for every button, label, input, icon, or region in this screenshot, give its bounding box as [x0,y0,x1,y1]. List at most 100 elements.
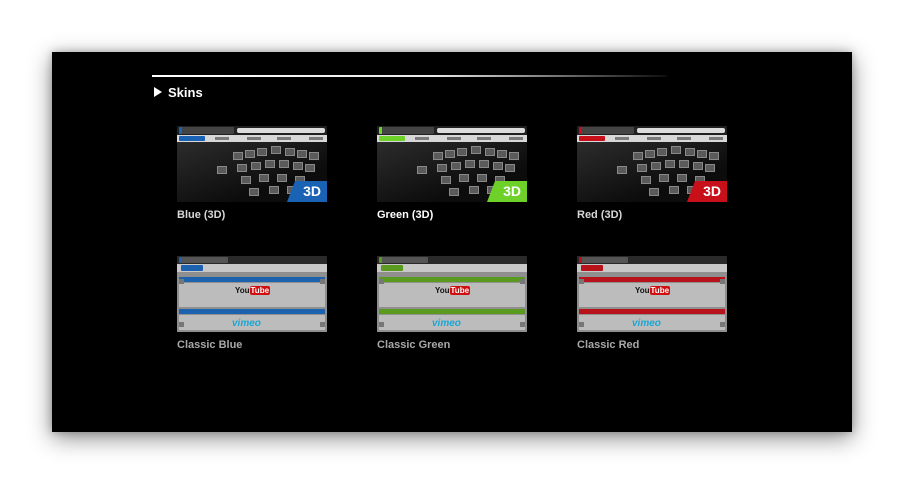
thumb-nav-item [615,137,629,140]
thumb-navbar [377,264,527,272]
thumb-video-frame [657,148,667,156]
thumb-video-frame [645,150,655,158]
thumb-video-frame [245,150,255,158]
thumb-3d-badge: 3D [287,181,327,202]
thumb-nav-item [677,137,691,140]
section-divider [152,75,667,77]
thumb-nav-item [247,137,261,140]
thumb-active-tab [581,265,603,271]
thumb-video-frame [285,148,295,156]
thumb-nav-item [709,137,723,140]
thumb-results-panel [379,315,525,330]
thumb-nav-item [277,137,291,140]
thumb-3d-badge: 3D [487,181,527,202]
thumb-control [320,322,325,327]
thumb-video-frame [233,152,243,160]
thumb-video-frame [241,176,251,184]
thumb-video-frame [217,166,227,174]
thumb-source-row [179,309,325,314]
thumb-video-frame [677,174,687,182]
skins-section-toggle[interactable]: Skins [154,84,203,100]
vimeo-logo: vimeo [432,318,461,329]
thumb-logo [379,257,428,263]
thumb-video-frame [249,188,259,196]
skin-thumbnail: 3D [377,126,527,202]
thumb-video-frame [293,162,303,170]
thumb-video-frame [485,148,495,156]
thumb-control [520,279,525,284]
thumb-nav-item [309,137,323,140]
skin-classic-blue[interactable]: YouTube vimeo Classic Blue [177,256,327,351]
youtube-logo: YouTube [235,286,271,295]
skin-thumbnail: 3D [577,126,727,202]
thumb-logo [179,257,228,263]
thumb-navbar [177,264,327,272]
thumb-nav-item [215,137,229,140]
thumb-source-row [379,309,525,314]
expand-triangle-icon [154,87,162,97]
skin-label: Classic Red [577,339,640,351]
thumb-video-frame [641,176,651,184]
thumb-searchbar [437,128,525,133]
thumb-video-frame [451,162,461,170]
thumb-control [379,279,384,284]
thumb-3d-badge: 3D [687,181,727,202]
thumb-active-tab [181,265,203,271]
thumb-video-frame [237,164,247,172]
thumb-results-panel [179,315,325,330]
skin-thumbnail: YouTube vimeo [577,256,727,332]
thumb-video-frame [441,176,451,184]
skin-label: Classic Blue [177,339,243,351]
thumb-nav-item [415,137,429,140]
thumb-video-frame [679,160,689,168]
vimeo-logo: vimeo [232,318,261,329]
thumb-video-frame [497,150,507,158]
thumb-video-frame [457,148,467,156]
thumb-video-frame [269,186,279,194]
thumb-video-frame [693,162,703,170]
thumb-video-frame [433,152,443,160]
thumb-active-tab [579,136,605,141]
thumb-logo [579,257,628,263]
thumb-nav-item [447,137,461,140]
thumb-control [720,279,725,284]
thumb-active-tab [379,136,405,141]
youtube-logo-tube: Tube [449,286,471,295]
thumb-video-frame [259,174,269,182]
thumb-video-frame [277,174,287,182]
vimeo-logo: vimeo [632,318,661,329]
thumb-video-frame [279,160,289,168]
thumb-video-frame [265,160,275,168]
thumb-video-frame [469,186,479,194]
thumb-video-frame [637,164,647,172]
thumb-video-frame [459,174,469,182]
thumb-video-frame [309,152,319,160]
thumb-control [179,279,184,284]
thumb-video-frame [297,150,307,158]
skin-label: Blue (3D) [177,209,226,221]
thumb-video-frame [493,162,503,170]
thumb-video-frame [669,186,679,194]
skin-classic-red[interactable]: YouTube vimeo Classic Red [577,256,727,351]
thumb-source-row [379,277,525,282]
thumb-logo [379,127,434,134]
thumb-video-frame [257,148,267,156]
thumb-control [520,322,525,327]
skin-green-3d[interactable]: 3D Green (3D) [377,126,527,221]
thumb-active-tab [179,136,205,141]
skin-blue-3d[interactable]: 3D Blue (3D) [177,126,327,221]
thumb-titlebar [377,256,527,264]
thumb-control [179,322,184,327]
thumb-titlebar [577,256,727,264]
thumb-control [720,322,725,327]
thumb-video-frame [251,162,261,170]
thumb-control [379,322,384,327]
thumb-video-frame [449,188,459,196]
skin-red-3d[interactable]: 3D Red (3D) [577,126,727,221]
thumb-searchbar [237,128,325,133]
thumb-source-row [579,277,725,282]
thumb-navbar [577,264,727,272]
youtube-logo: YouTube [635,286,671,295]
thumb-video-frame [665,160,675,168]
